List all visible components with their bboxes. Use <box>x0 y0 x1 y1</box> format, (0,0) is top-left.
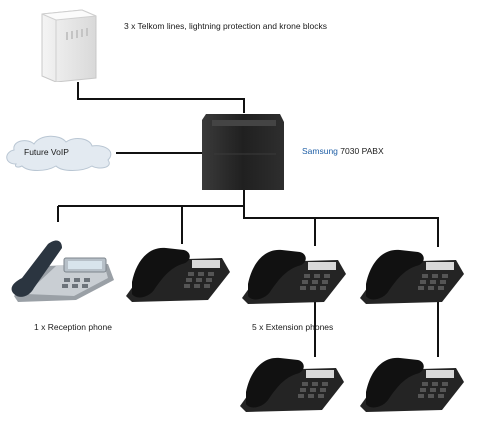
voip-label: Future VoIP <box>24 147 69 157</box>
reception-phone <box>4 236 116 306</box>
reception-label: 1 x Reception phone <box>34 322 112 332</box>
pabx-unit <box>200 112 286 192</box>
pabx-brand: Samsung <box>302 146 338 156</box>
voip-cloud <box>2 134 120 172</box>
extension-phone-1 <box>122 242 232 304</box>
telkom-box <box>38 8 100 83</box>
extension-phone-5 <box>356 352 466 414</box>
pabx-model: 7030 PABX <box>340 146 384 156</box>
telkom-label: 3 x Telkom lines, lightning protection a… <box>124 21 328 31</box>
extension-label: 5 x Extension phones <box>252 322 334 332</box>
extension-phone-2 <box>238 244 348 306</box>
pabx-label: Samsung 7030 PABX <box>302 146 384 156</box>
extension-phone-4 <box>236 352 346 414</box>
extension-phone-3 <box>356 244 466 306</box>
